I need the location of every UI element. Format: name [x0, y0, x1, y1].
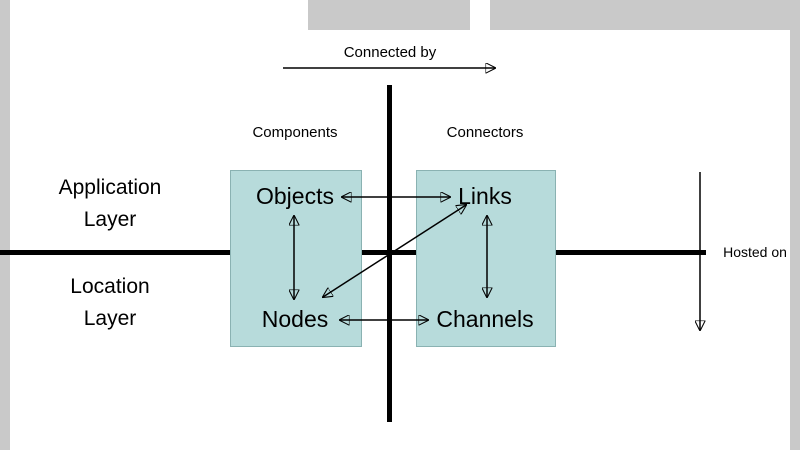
column-header-connectors: Connectors	[446, 124, 524, 141]
objects-cell: Objects	[256, 183, 334, 209]
right-margin	[790, 0, 800, 450]
nodes-cell: Nodes	[261, 306, 329, 332]
application-layer-line1: Application	[58, 176, 162, 199]
left-margin	[0, 0, 10, 450]
links-cell: Links	[458, 183, 512, 209]
column-header-components: Components	[252, 124, 338, 141]
location-layer-line2: Layer	[83, 307, 137, 330]
channels-cell: Channels	[436, 306, 534, 332]
location-layer-line1: Location	[70, 275, 150, 298]
top-right-margin	[490, 0, 790, 30]
application-layer-line2: Layer	[83, 208, 137, 231]
top-center-margin	[308, 0, 470, 30]
nodes-links-diagonal-arrow	[323, 205, 466, 297]
hosted-on-label: Hosted on	[723, 244, 787, 260]
connected-by-label: Connected by	[343, 44, 437, 61]
application-layer-label: Application Layer	[15, 172, 205, 236]
location-layer-label: Location Layer	[15, 271, 205, 335]
